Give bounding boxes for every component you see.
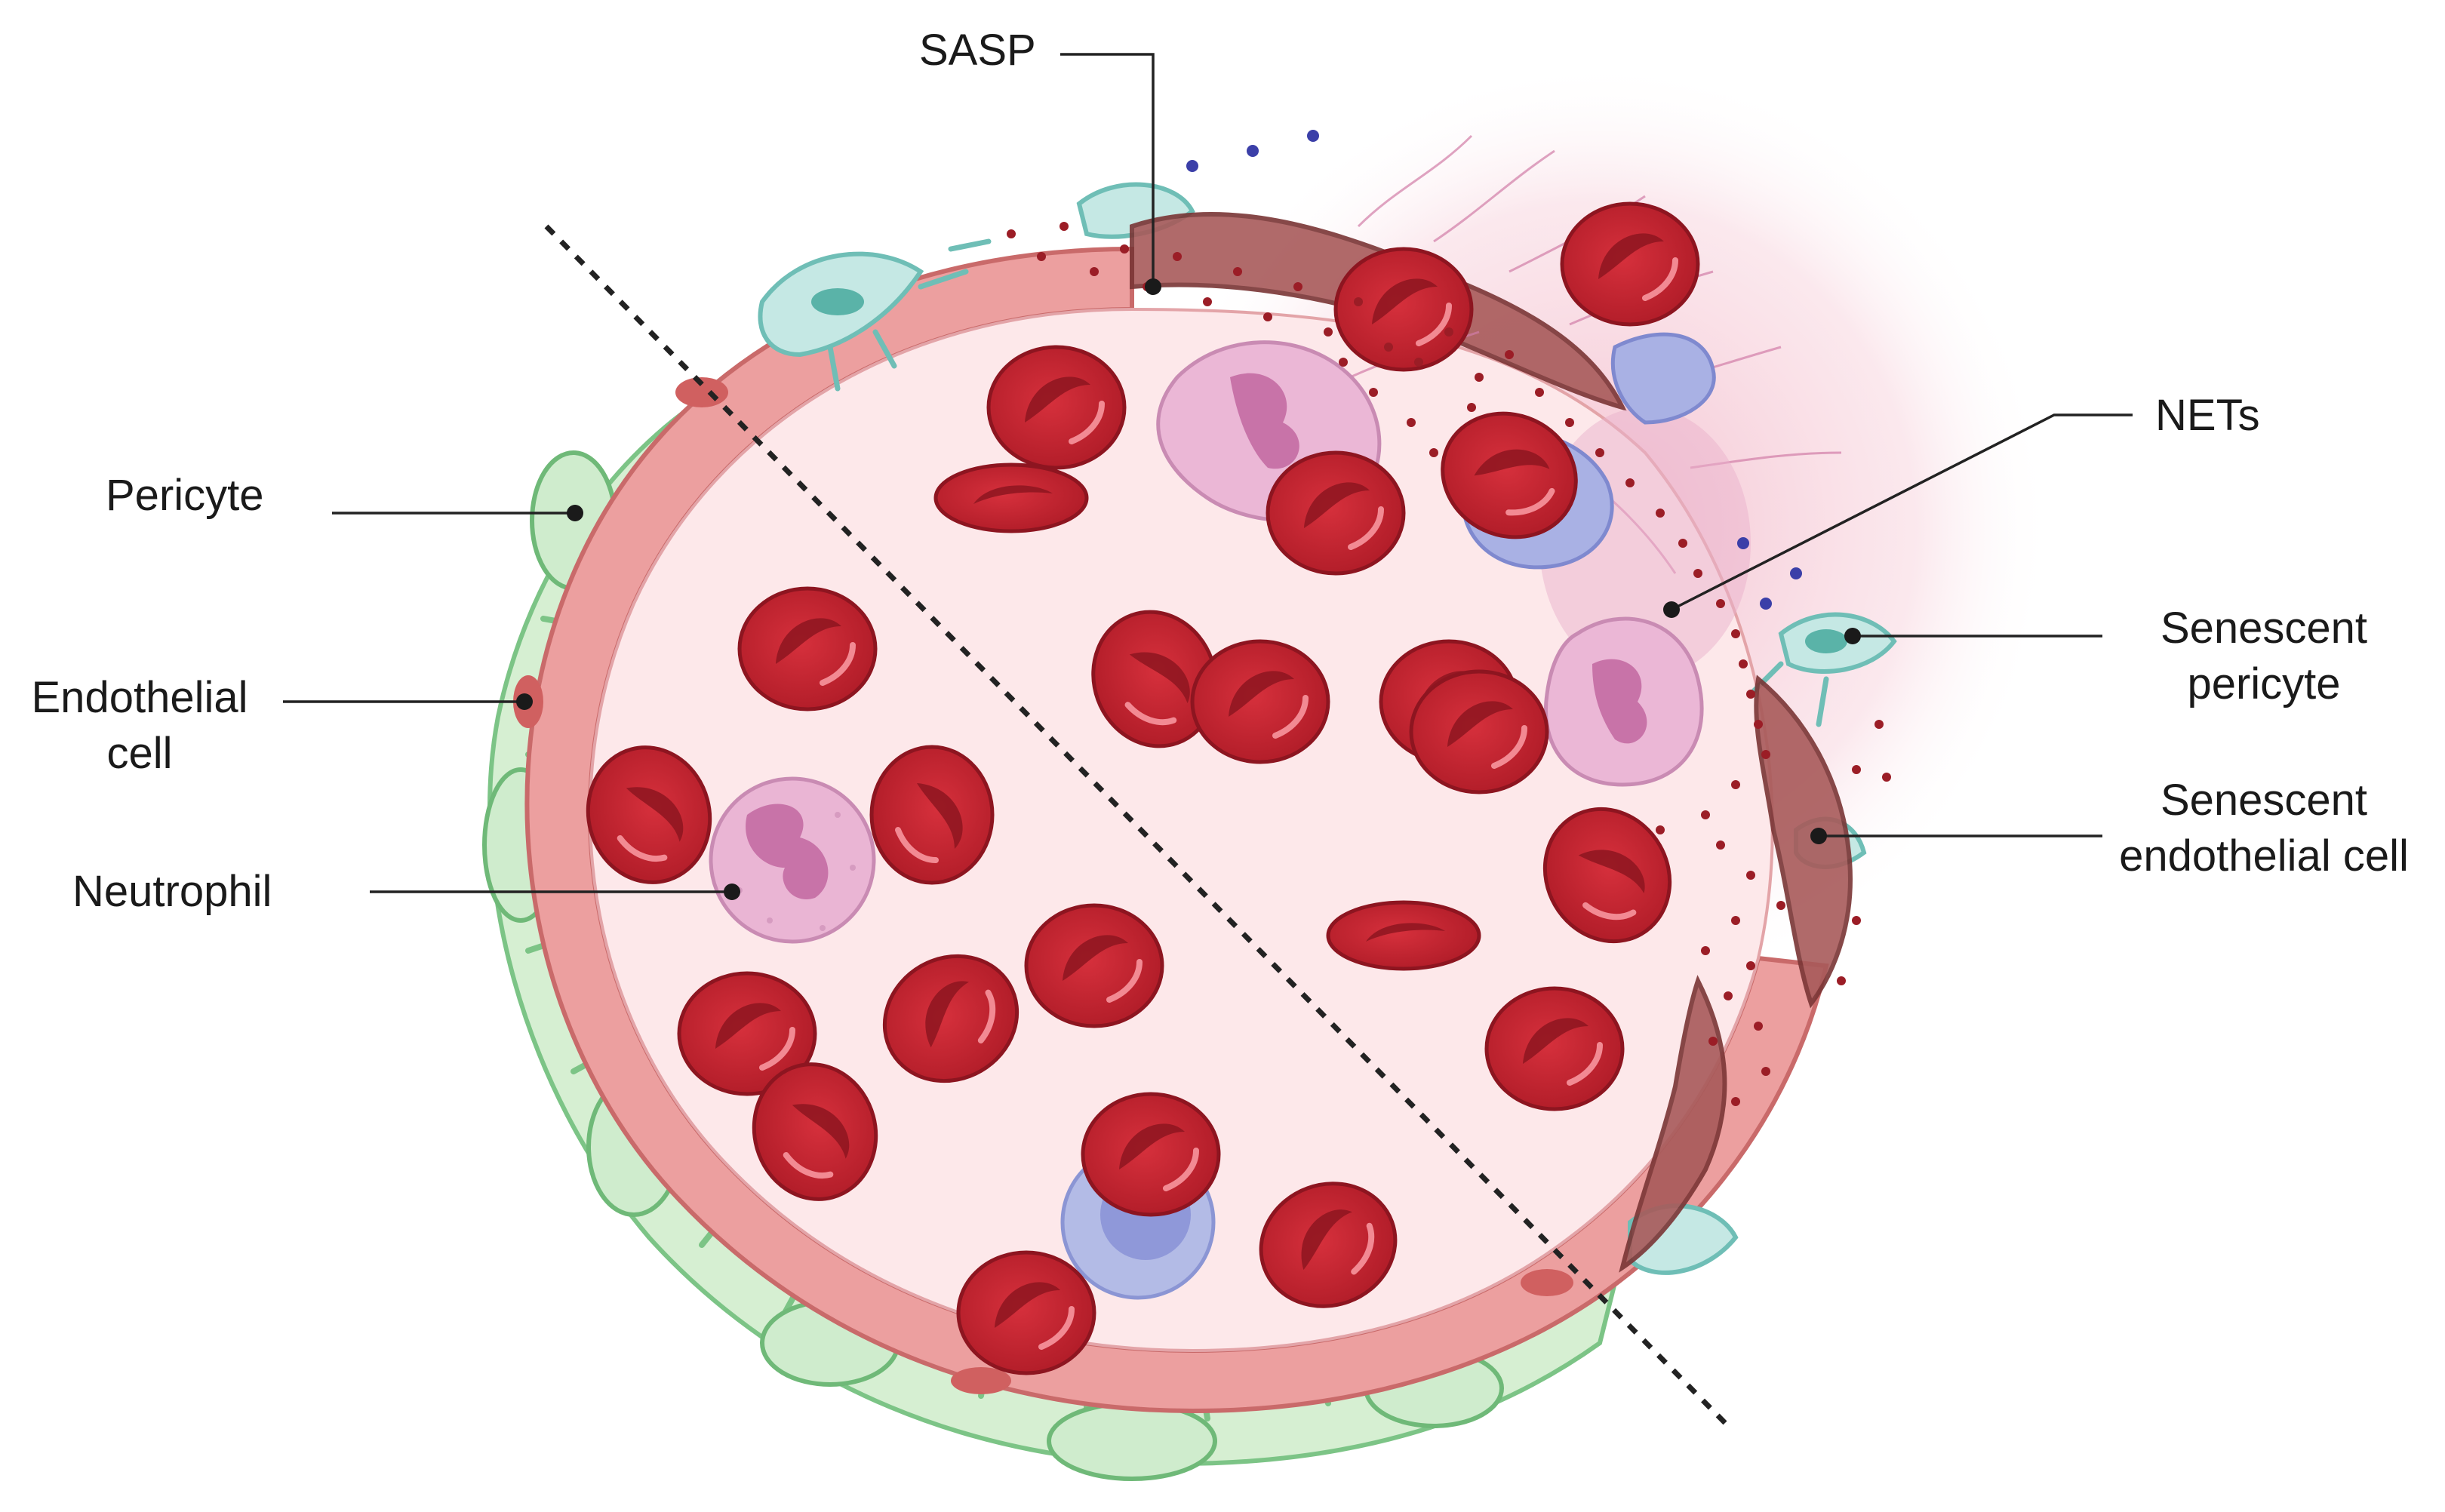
sasp-particles — [1007, 222, 1891, 1106]
label-sasp: SASP — [919, 23, 1036, 78]
label-pericyte-text: Pericyte — [106, 471, 264, 520]
senescent-pericyte-nuclei — [811, 288, 1847, 653]
label-nets-text: NETs — [2155, 391, 2260, 440]
neutrophil-cell — [709, 776, 876, 944]
leader-lines — [283, 53, 2133, 893]
label-nets: NETs — [2155, 388, 2260, 444]
label-senescent-pericyte: Senescent pericyte — [2113, 601, 2415, 712]
label-pericyte: Pericyte — [106, 468, 264, 524]
label-endothelial-line2: cell — [106, 729, 173, 778]
label-neutrophil: Neutrophil — [72, 864, 272, 920]
label-senescent-pericyte-line2: pericyte — [2187, 659, 2341, 708]
label-senescent-pericyte-line1: Senescent — [2160, 604, 2368, 653]
label-neutrophil-text: Neutrophil — [72, 867, 272, 916]
endothelial-nuclei — [513, 377, 1573, 1394]
monocyte-tail — [1610, 332, 1716, 425]
senescent-pericyte-processes — [827, 238, 1829, 727]
divider-dotted-line — [544, 224, 1730, 1428]
label-sasp-text: SASP — [919, 26, 1036, 75]
label-senescent-endothelial-line1: Senescent — [2160, 776, 2368, 825]
label-endothelial-line1: Endothelial — [31, 673, 248, 722]
label-senescent-endothelial-cell: Senescent endothelial cell — [2090, 773, 2437, 884]
label-senescent-endothelial-line2: endothelial cell — [2119, 831, 2409, 880]
label-endothelial-cell: Endothelial cell — [15, 670, 264, 782]
anchor-dots — [516, 278, 1861, 900]
sasp-particles-blue — [1186, 130, 1802, 610]
